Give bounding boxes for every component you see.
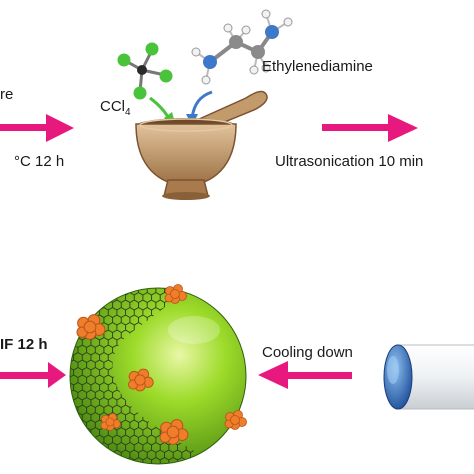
ccl4-label: CCl4: [100, 98, 131, 118]
mortar-pestle-icon: [135, 90, 268, 200]
arrow-left-icon: [0, 362, 66, 388]
nanoparticle-icon: [224, 410, 247, 430]
top-left-text-fragment: re: [0, 86, 13, 103]
graphene-sphere-icon: [69, 287, 247, 465]
cooling-down-label: Cooling down: [262, 344, 353, 361]
ethylenediamine-label: Ethylenediamine: [262, 58, 373, 75]
arrow-right-icon: [0, 114, 74, 142]
ethylenediamine-molecule-icon: [191, 9, 293, 85]
nanoparticle-icon: [164, 284, 187, 304]
bottom-left-condition-label: IF 12 h: [0, 336, 48, 353]
top-left-condition-label: °C 12 h: [14, 153, 64, 170]
vial-icon: [383, 344, 474, 410]
ultrasonication-label: Ultrasonication 10 min: [275, 153, 423, 170]
arrow-left-icon: [258, 361, 352, 389]
arrow-right-icon: [322, 114, 418, 142]
ccl4-molecule-icon: [117, 42, 173, 100]
